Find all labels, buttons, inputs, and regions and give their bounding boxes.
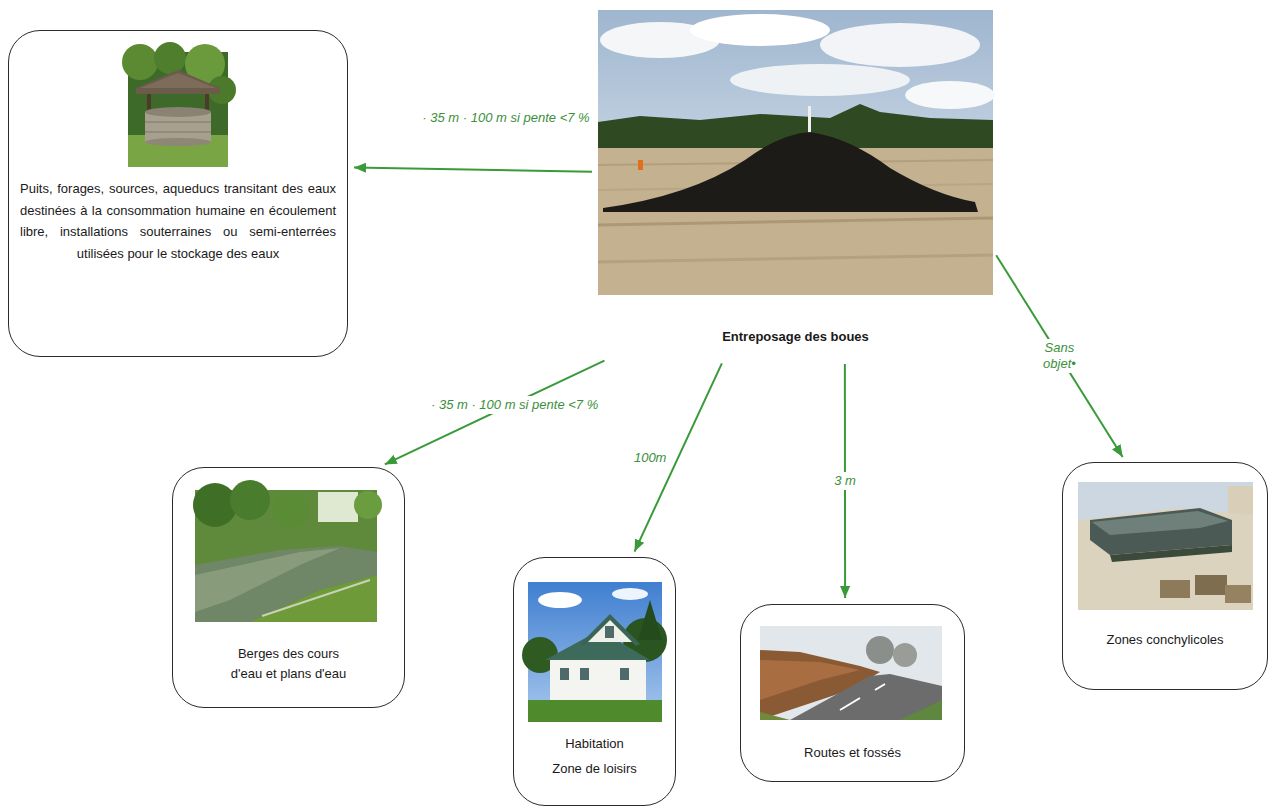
house-photo [585, 618, 635, 642]
distance-arrow [385, 361, 605, 465]
sludge-pile-photo [730, 64, 910, 96]
oyster-farm-photo [1160, 580, 1190, 598]
canal-photo [318, 492, 358, 522]
node-label: Habitation Zone de loisirs [551, 731, 639, 781]
oyster-farm-photo [1225, 585, 1251, 603]
road-photo [760, 626, 942, 720]
node-label: Berges des cours d'eau et plans d'eau [226, 644, 352, 684]
oyster-farm-photo [1092, 511, 1228, 535]
house-photo [580, 668, 589, 680]
node-label: Entreposage des boues [598, 328, 993, 346]
canal-photo [354, 491, 382, 519]
road-photo [760, 626, 942, 720]
well-photo [122, 44, 158, 80]
distance-arrow [996, 255, 1122, 457]
house-photo [550, 660, 646, 700]
source-node: Entreposage des boues [598, 10, 993, 358]
house-photo [605, 626, 614, 638]
house-photo [620, 668, 629, 680]
oyster-farm-photo [1078, 482, 1253, 610]
road-photo [866, 636, 894, 664]
oyster-farm-photo [1110, 545, 1232, 562]
canal-photo [272, 492, 308, 528]
canal-photo [195, 546, 377, 622]
distance-label: Sans objet• [1032, 339, 1086, 373]
sludge-pile-photo [603, 132, 978, 212]
road-photo [760, 712, 790, 720]
target-box: Routes et fossés [740, 604, 965, 782]
oyster-farm-photo [1078, 482, 1253, 610]
sludge-pile-photo [905, 81, 995, 109]
well-photo [140, 73, 216, 88]
distance-label: · 35 m · 100 m si pente <7 % [419, 109, 592, 127]
node-label: Zones conchylicoles [1070, 630, 1260, 650]
road-photo [840, 698, 860, 710]
canal-photo [193, 480, 382, 622]
house-photo [560, 668, 569, 680]
house-photo [522, 582, 667, 722]
well-photo [145, 132, 211, 133]
sludge-pile-photo [598, 10, 995, 295]
canal-photo [250, 575, 377, 622]
sludge-pile-photo [808, 106, 811, 134]
house-photo [538, 592, 582, 608]
well-photo [154, 42, 186, 74]
well-photo [145, 122, 211, 123]
road-photo [875, 684, 885, 690]
road-photo [790, 674, 942, 720]
target-box: Puits, forages, sources, aqueducs transi… [8, 30, 348, 357]
house-photo [528, 700, 662, 722]
sludge-pile-photo [820, 23, 980, 67]
house-photo [612, 588, 648, 600]
target-box: Berges des cours d'eau et plans d'eau [172, 467, 405, 708]
distance-label: · 35 m · 100 m si pente <7 % [428, 396, 601, 414]
well-photo [145, 138, 211, 146]
distance-arrow [354, 167, 592, 171]
node-label: Routes et fossés [753, 743, 953, 763]
sludge-pile-photo [690, 14, 830, 46]
canal-photo [193, 483, 237, 527]
canal-photo [230, 480, 270, 520]
well-photo [122, 42, 236, 167]
node-label: Puits, forages, sources, aqueducs transi… [20, 178, 336, 264]
target-box: Zones conchylicoles [1062, 462, 1268, 690]
canal-photo [262, 580, 370, 616]
well-photo [145, 107, 211, 117]
road-photo [893, 643, 917, 667]
sludge-pile-photo [598, 218, 993, 225]
target-box: Habitation Zone de loisirs [513, 557, 676, 806]
sludge-pile-photo [598, 255, 993, 262]
sludge-pile-photo [638, 160, 643, 170]
well-photo [128, 135, 228, 167]
sludge-pile-photo [598, 10, 993, 295]
house-photo [638, 600, 662, 640]
distance-label: 3 m [831, 472, 859, 490]
road-photo [900, 700, 942, 720]
oyster-farm-photo [1195, 575, 1227, 595]
oyster-farm-photo [1078, 508, 1253, 610]
well-photo [136, 70, 220, 94]
distance-label: 100m [631, 449, 670, 467]
house-photo [580, 614, 640, 646]
